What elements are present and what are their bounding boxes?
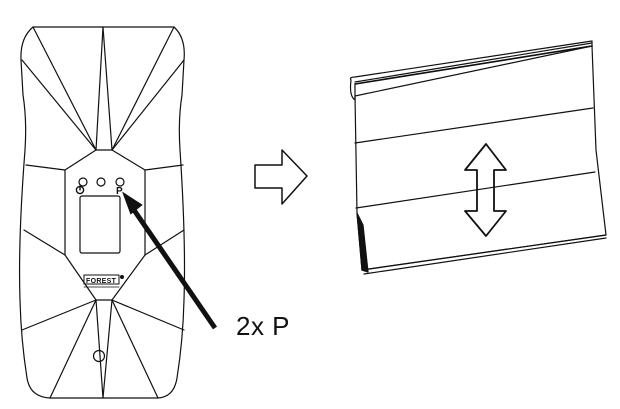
brand-badge (83, 274, 120, 285)
cover-bottom-shadow (356, 212, 369, 273)
control-panel-outline (64, 149, 146, 301)
status-led (92, 349, 106, 363)
cover-fold-lower (355, 171, 596, 209)
p-button-label: P (116, 186, 123, 197)
control-unit-facets (21, 26, 185, 399)
cover-plate (349, 40, 607, 275)
cover-front-face (354, 45, 607, 271)
cover-top-lip (349, 40, 593, 101)
cover-fold-upper (354, 107, 594, 144)
control-unit-body (18, 26, 186, 399)
middle-button (96, 177, 106, 187)
p-button (115, 177, 125, 187)
press-instruction-label: 2x P (236, 311, 291, 341)
brand-badge-text: FOREST (86, 278, 117, 285)
control-unit (18, 26, 186, 399)
double-headed-arrow-icon (464, 143, 507, 237)
display-screen (79, 195, 121, 254)
badge-dot (120, 275, 124, 279)
right-arrow-icon (254, 149, 308, 205)
power-icon (75, 185, 85, 195)
power-button (78, 177, 88, 187)
callout-arrow (122, 191, 218, 330)
